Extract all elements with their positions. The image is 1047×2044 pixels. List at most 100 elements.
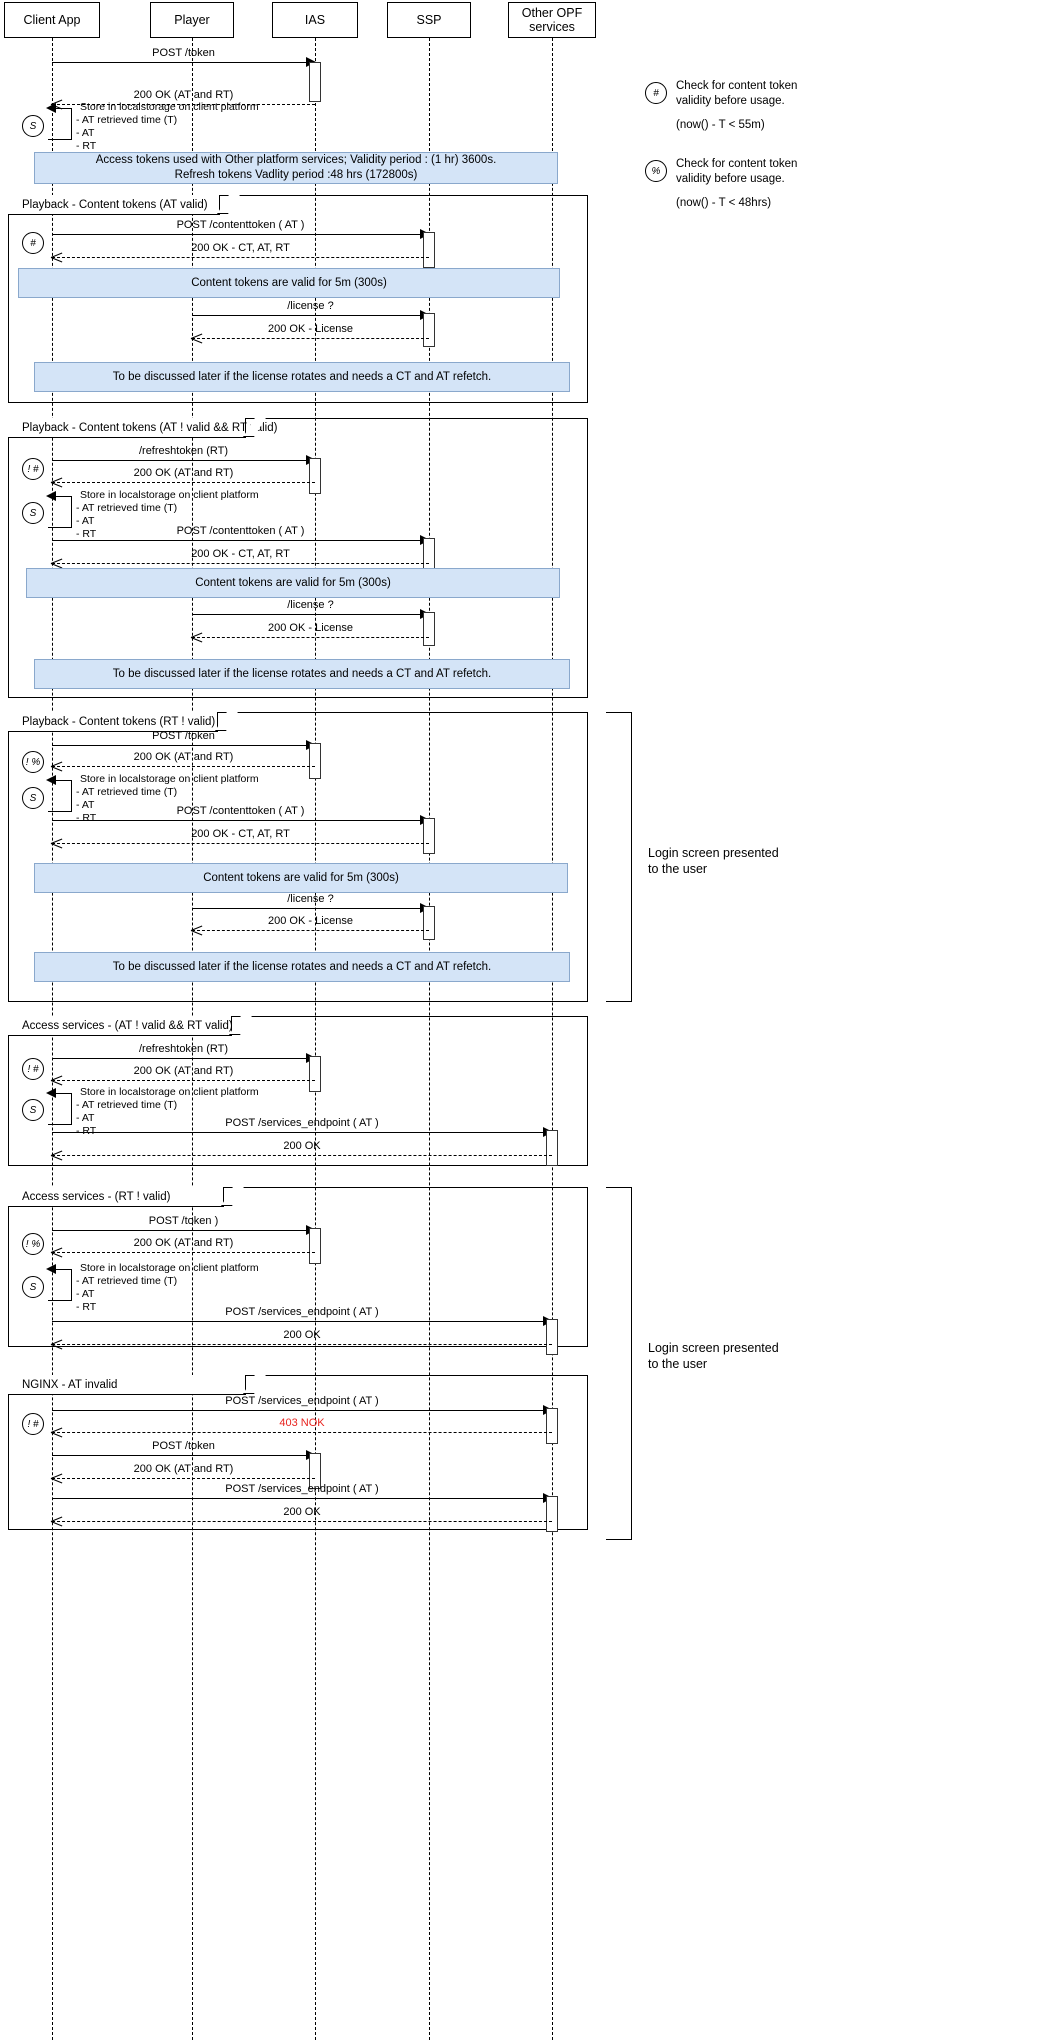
fragment-label-f3: Playback - Content tokens (RT ! valid): [8, 712, 218, 732]
message-label: 403 NOK: [279, 1417, 325, 1429]
badge-s: S: [22, 115, 44, 137]
message-label: POST /token: [152, 730, 215, 742]
badge-hash: #: [22, 232, 44, 254]
self-note-title: Store in localstorage on client platform: [80, 773, 259, 785]
self-message-top: [48, 1093, 72, 1094]
message-label: 200 OK (AT and RT): [133, 1463, 234, 1475]
self-message-side: [71, 1093, 72, 1125]
self-message-bottom: [48, 811, 72, 812]
message-label: /license ?: [287, 893, 334, 905]
activation-bar: [309, 743, 321, 779]
message-label: 200 OK (AT and RT): [133, 467, 234, 479]
message-label: POST /services_endpoint ( AT ): [225, 1483, 379, 1495]
badge-not_hash: ! #: [22, 1058, 44, 1080]
message-line: [52, 460, 315, 461]
message-label: POST /services_endpoint ( AT ): [225, 1117, 379, 1129]
activation-bar: [546, 1319, 558, 1355]
lifeline-head-player: Player: [150, 2, 234, 38]
message-line: [52, 62, 315, 63]
message-line: [192, 338, 429, 339]
fragment-f2: [8, 418, 588, 698]
self-note-line: - AT retrieved time (T): [76, 502, 178, 514]
activation-bar: [423, 906, 435, 940]
message-line: [52, 1080, 315, 1081]
self-message-side: [71, 496, 72, 528]
self-note-line: - AT: [76, 1288, 95, 1300]
self-message: [46, 1264, 72, 1301]
message-line: [52, 257, 429, 258]
message-label: 200 OK: [283, 1506, 321, 1518]
message-label: POST /services_endpoint ( AT ): [225, 1395, 379, 1407]
lifeline-client: [52, 38, 53, 2040]
arrow-left-icon: [46, 1264, 56, 1274]
self-note-line: - RT: [76, 812, 97, 824]
note-access_tokens: Access tokens used with Other platform s…: [34, 152, 558, 184]
self-note-line: - RT: [76, 1125, 97, 1137]
message-label: 200 OK - CT, AT, RT: [191, 242, 290, 254]
message-line: [52, 1252, 315, 1253]
self-note-line: - RT: [76, 140, 97, 152]
badge-s: S: [22, 502, 44, 524]
fragment-label-f4: Access services - (AT ! valid && RT vali…: [8, 1016, 233, 1036]
fragment-f4: [8, 1016, 588, 1166]
badge-not_pct: ! %: [22, 751, 44, 773]
message-line: [192, 614, 429, 615]
message-label: 200 OK (AT and RT): [133, 751, 234, 763]
badge-s: S: [22, 1276, 44, 1298]
self-message: [46, 1088, 72, 1125]
message-line: [52, 482, 315, 483]
self-note-line: - RT: [76, 1301, 97, 1313]
message-label: 200 OK (AT and RT): [133, 1237, 234, 1249]
note-license_later: To be discussed later if the license rot…: [34, 659, 570, 689]
lifeline-opf: [552, 38, 553, 2040]
self-message-bottom: [48, 527, 72, 528]
message-label: 200 OK - License: [268, 622, 353, 634]
message-label: POST /token: [152, 1440, 215, 1452]
activation-bar: [309, 458, 321, 494]
fragment-f1: [8, 195, 588, 403]
self-note-title: Store in localstorage on client platform: [80, 101, 259, 113]
self-message-top: [48, 496, 72, 497]
self-note-line: - AT: [76, 127, 95, 139]
message-line: [52, 1478, 315, 1479]
fragment-f6: [8, 1375, 588, 1530]
message-label: 200 OK (AT and RT): [133, 1065, 234, 1077]
message-label: 200 OK - CT, AT, RT: [191, 828, 290, 840]
fragment-label-f1: Playback - Content tokens (AT valid): [8, 195, 220, 215]
badge-s: S: [22, 787, 44, 809]
self-message-bottom: [48, 1300, 72, 1301]
badge-not_hash: ! #: [22, 1413, 44, 1435]
self-message-side: [71, 108, 72, 140]
self-message-side: [71, 1269, 72, 1301]
activation-bar: [546, 1408, 558, 1444]
message-label: 200 OK: [283, 1329, 321, 1341]
message-line: [52, 104, 315, 105]
bracket-login-1: [606, 712, 632, 1002]
self-note-line: - RT: [76, 528, 97, 540]
message-label: POST /token: [152, 47, 215, 59]
message-label: /license ?: [287, 300, 334, 312]
message-line: [192, 930, 429, 931]
lifeline-player: [192, 38, 193, 2040]
self-note-title: Store in localstorage on client platform: [80, 1262, 259, 1274]
note-license_later: To be discussed later if the license rot…: [34, 952, 570, 982]
message-line: [52, 1058, 315, 1059]
self-message-top: [48, 108, 72, 109]
bracket-label-login-1: Login screen presented to the user: [648, 846, 779, 876]
activation-bar: [546, 1130, 558, 1166]
self-note-line: - AT retrieved time (T): [76, 1099, 178, 1111]
self-message: [46, 775, 72, 812]
self-message-side: [71, 780, 72, 812]
note-content_tokens_valid: Content tokens are valid for 5m (300s): [34, 863, 568, 893]
message-label: POST /services_endpoint ( AT ): [225, 1306, 379, 1318]
activation-bar: [309, 1453, 321, 1489]
activation-bar: [423, 818, 435, 854]
legend-badge-1: %: [645, 160, 667, 182]
legend-badge-0: #: [645, 82, 667, 104]
message-line: [52, 1155, 552, 1156]
self-message-top: [48, 780, 72, 781]
message-line: [52, 1344, 552, 1345]
message-line: [52, 234, 429, 235]
badge-not_pct: ! %: [22, 1233, 44, 1255]
message-label: POST /contenttoken ( AT ): [176, 805, 305, 817]
